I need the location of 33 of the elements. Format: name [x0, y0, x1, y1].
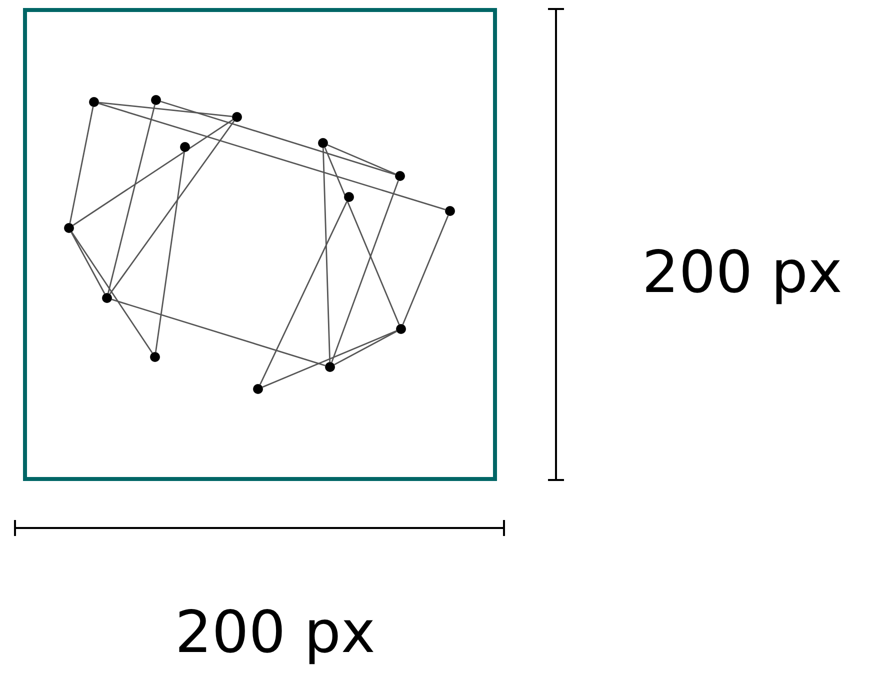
vertex-dot: [445, 206, 455, 216]
vertex-dot: [180, 142, 190, 152]
connector-line: [331, 180, 399, 363]
vertex-dot: [89, 97, 99, 107]
connector-line: [69, 106, 94, 224]
vertex-dot: [102, 293, 112, 303]
connector-line: [324, 147, 400, 325]
connector-line: [155, 152, 185, 352]
connector-line: [72, 119, 234, 226]
connector-line: [98, 102, 232, 118]
connector-line: [160, 100, 396, 176]
vertex-dot: [64, 223, 74, 233]
vertex-dot: [396, 324, 406, 334]
connector-line: [98, 102, 446, 210]
vertex-dot: [395, 171, 405, 181]
connector-line: [260, 201, 348, 385]
connector-line: [322, 148, 331, 362]
connector-line: [70, 232, 106, 294]
connector-line: [334, 330, 397, 366]
vertex-dot: [325, 362, 335, 372]
connector-line: [262, 330, 397, 388]
connector-line: [112, 298, 326, 366]
vertex-dot: [150, 352, 160, 362]
connector-line: [109, 120, 235, 294]
connector-line: [71, 232, 153, 354]
connector-line: [327, 144, 396, 175]
vertex-dot: [318, 138, 328, 148]
connector-line: [402, 215, 449, 325]
connector-line: [108, 104, 156, 294]
vertex-dot: [344, 192, 354, 202]
vertex-dot: [151, 95, 161, 105]
vertex-dot: [253, 384, 263, 394]
vertex-dot: [232, 112, 242, 122]
